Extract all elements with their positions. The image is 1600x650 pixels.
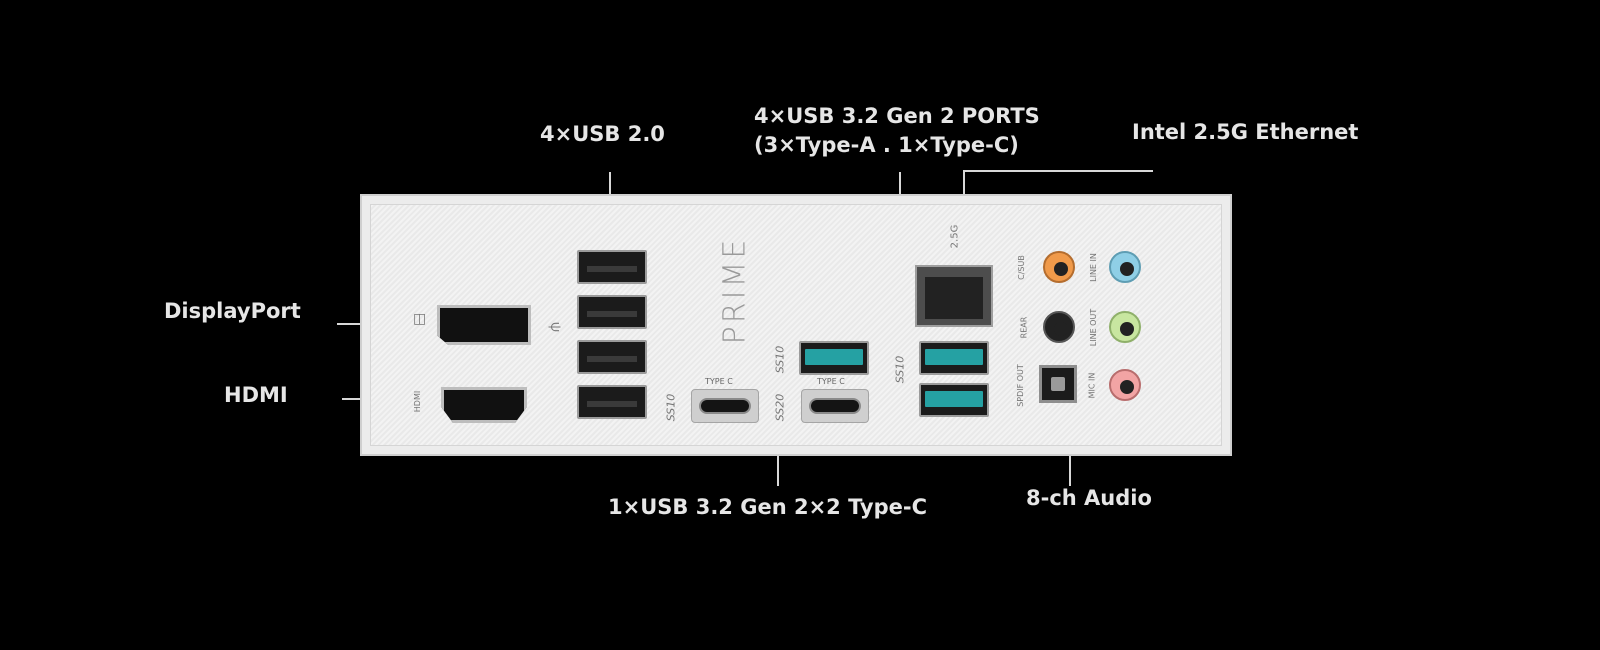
leader-audio [1069,456,1071,486]
displayport-port [437,305,531,345]
usb32-port-a1 [799,341,869,375]
audio-label-csub: C/SUB [1016,255,1026,280]
displayport-icon: ◫ [413,311,427,327]
ss20-tag: SS20 [773,393,787,422]
spdif-optical-port [1039,365,1077,403]
usb32-port-a3 [919,383,989,417]
jack-rear [1043,311,1075,343]
io-shield: ◫ HDMI ⫛ PRIME SS10 TYPE C SS10 SS20 TYP… [360,194,1232,456]
usb20-port-2 [577,295,647,329]
audio-label-mic-in: MIC IN [1087,372,1097,399]
brand-prime: PRIME [717,236,753,345]
usb20-port-3 [577,340,647,374]
usb20-port-4 [577,385,647,419]
jack-line-in [1109,251,1141,283]
callout-displayport: DisplayPort [164,299,301,323]
callout-ethernet: Intel 2.5G Ethernet [1132,120,1359,144]
type-c-label-1: TYPE C [705,377,733,386]
audio-label-line-in: LINE IN [1088,253,1098,282]
lan-port [915,265,993,327]
ss10-tag-a: SS10 [664,393,678,422]
callout-usb2x2: 1×USB 3.2 Gen 2×2 Type-C [608,495,928,519]
usb20-port-1 [577,250,647,284]
usb32-port-a2 [919,341,989,375]
usb-c-gen2x2-port [801,389,869,423]
lan-speed-label: 2.5G [949,224,961,249]
callout-audio: 8-ch Audio [1026,486,1152,510]
io-shield-face: ◫ HDMI ⫛ PRIME SS10 TYPE C SS10 SS20 TYP… [370,204,1222,446]
leader-ethernet-v [963,170,965,196]
ss10-tag-b: SS10 [773,345,787,374]
leader-usb20 [609,172,611,202]
audio-label-spdif: SPDIF OUT [1015,364,1025,407]
leader-ethernet-h [963,170,1153,172]
type-c-label-2: TYPE C [817,377,845,386]
jack-csub [1043,251,1075,283]
callout-usb20: 4×USB 2.0 [540,122,665,146]
hdmi-port [441,387,527,423]
callout-hdmi: HDMI [224,383,288,407]
usb-trident-icon: ⫛ [543,322,563,332]
hdmi-label: HDMI [413,390,423,413]
callout-usb32: 4×USB 3.2 Gen 2 PORTS (3×Type-A . 1×Type… [754,102,1040,160]
ss10-tag-c: SS10 [893,355,907,384]
callout-usb32-line2: (3×Type-A . 1×Type-C) [754,133,1019,157]
leader-usb32 [899,172,901,196]
audio-label-rear: REAR [1019,316,1029,339]
jack-line-out [1109,311,1141,343]
usb-c-gen2-port [691,389,759,423]
leader-displayport [337,323,380,325]
audio-label-line-out: LINE OUT [1089,308,1099,347]
callout-usb32-line1: 4×USB 3.2 Gen 2 PORTS [754,104,1040,128]
jack-mic-in [1109,369,1141,401]
leader-usb2x2 [777,456,779,486]
